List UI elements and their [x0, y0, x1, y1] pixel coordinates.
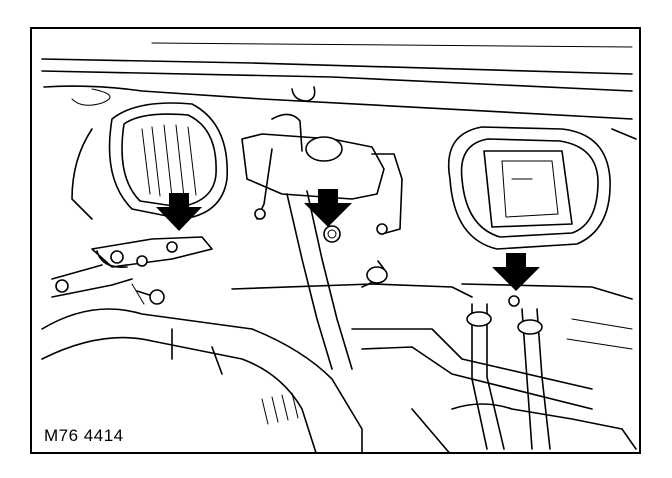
down-arrow-icon — [304, 189, 352, 227]
figure-frame: M76 4414 — [30, 27, 641, 454]
down-arrow-icon — [492, 253, 540, 291]
left-fixing-bracket — [51, 236, 213, 305]
central-bracket — [241, 113, 403, 370]
upper-panel-lines — [41, 42, 633, 120]
callout-arrows — [156, 189, 540, 291]
engine-bay-illustration — [41, 42, 637, 452]
down-arrow-icon — [156, 193, 202, 231]
figure-reference-code: M76 4414 — [42, 426, 126, 446]
right-headlamp-housing — [448, 126, 637, 250]
right-pipe-clips — [461, 283, 633, 450]
left-headlamp-housing — [71, 102, 228, 220]
